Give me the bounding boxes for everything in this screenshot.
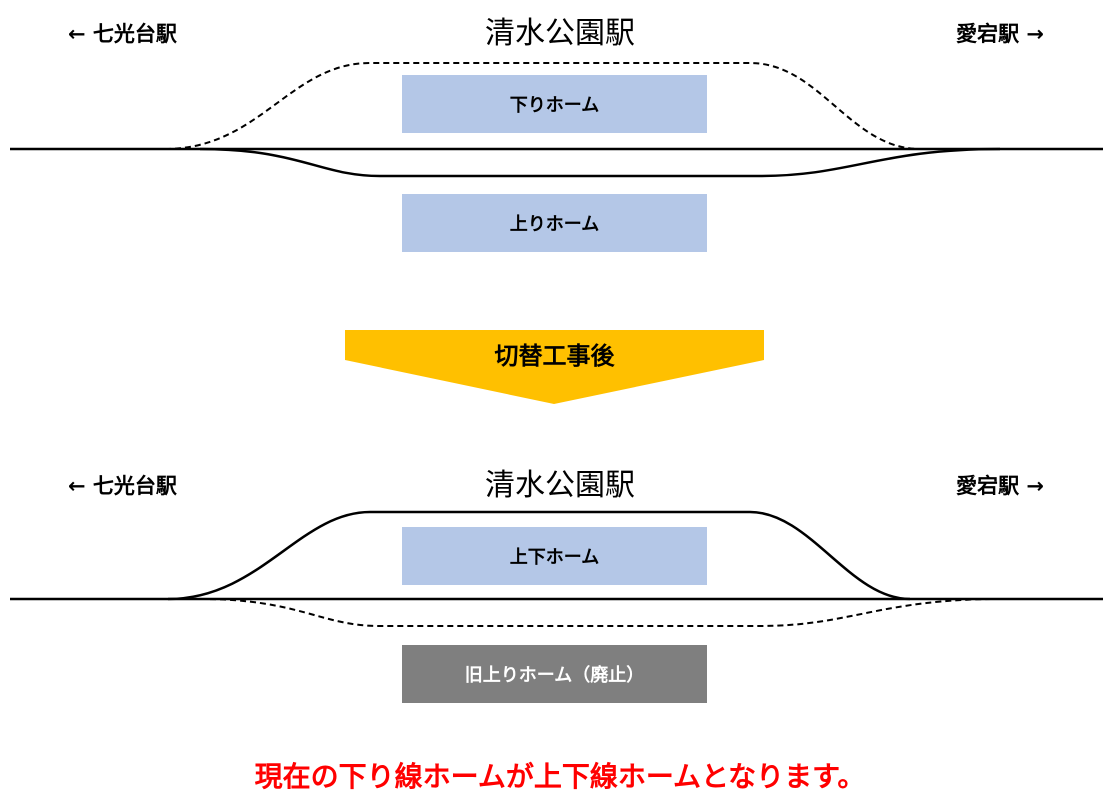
- platform-up: 上りホーム: [402, 194, 707, 252]
- track-layout: [10, 62, 1103, 178]
- platform-old-up-abolished: 旧上りホーム（廃止）: [402, 645, 707, 703]
- down-arrow-shape: [345, 330, 764, 404]
- direction-label-left: ← 七光台駅: [68, 474, 177, 498]
- track-layout: [10, 510, 1103, 627]
- transition-arrow: 切替工事後: [345, 330, 764, 404]
- new-track-loop: [167, 510, 911, 601]
- station-name: 清水公園駅: [485, 468, 635, 503]
- diagram-after: ← 七光台駅 清水公園駅 愛宕駅 → 上下ホーム 旧上りホーム（廃止）: [0, 452, 1120, 752]
- direction-label-right: 愛宕駅 →: [956, 22, 1044, 46]
- platform-down: 下りホーム: [402, 75, 707, 133]
- direction-label-left: ← 七光台駅: [68, 22, 177, 46]
- abolished-track-loop: [199, 598, 1001, 627]
- platform-up-down: 上下ホーム: [402, 527, 707, 585]
- existing-track-loop: [199, 147, 1001, 178]
- transition-label: 切替工事後: [494, 342, 615, 370]
- direction-label-right: 愛宕駅 →: [956, 474, 1044, 498]
- footnote: 現在の下り線ホームが上下線ホームとなります。: [254, 760, 866, 793]
- station-name: 清水公園駅: [485, 16, 635, 51]
- diagram-before: ← 七光台駅 清水公園駅 愛宕駅 → 下りホーム 上りホーム: [0, 0, 1120, 300]
